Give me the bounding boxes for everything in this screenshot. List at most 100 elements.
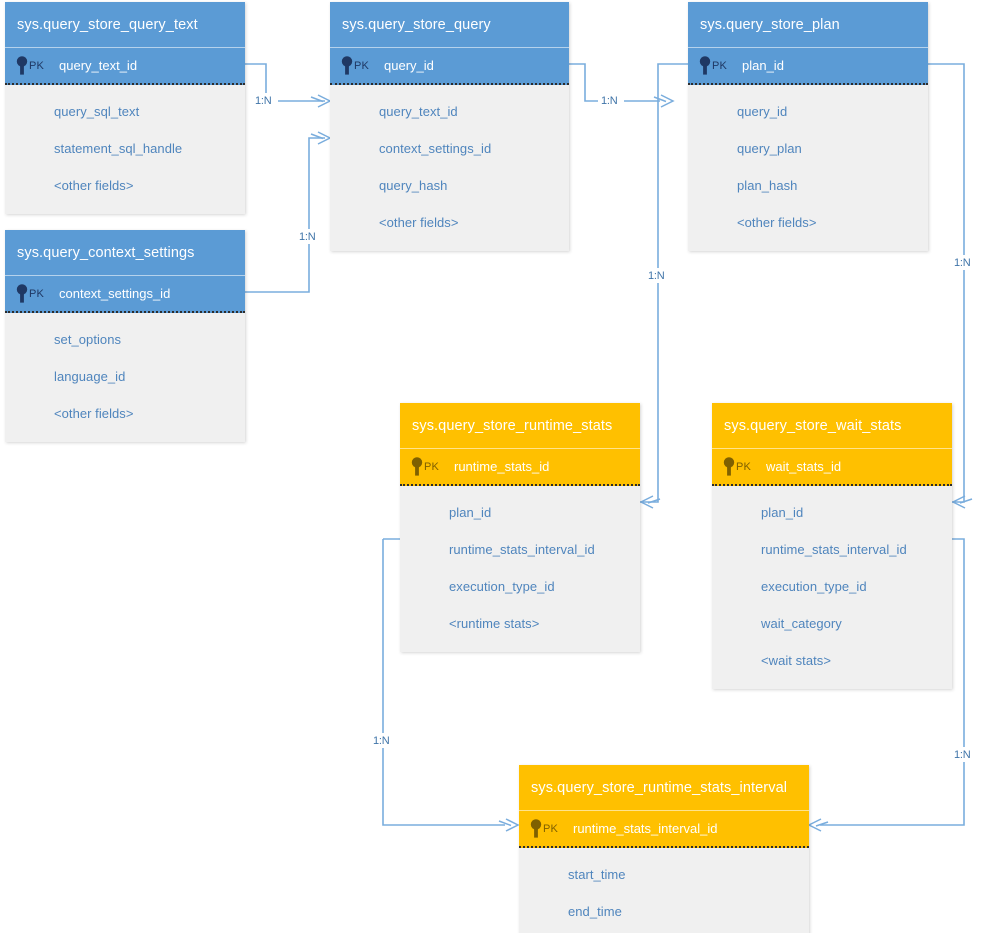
key-icon: PK	[16, 56, 54, 75]
field-row: query_text_id	[330, 93, 569, 130]
relationship-query-to-plan: 1:N	[569, 63, 675, 108]
table-title: sys.query_store_query	[342, 16, 491, 33]
field-row: runtime_stats_interval_id	[712, 531, 952, 568]
field-row: <other fields>	[5, 167, 245, 204]
field-row: <other fields>	[330, 204, 569, 241]
field-name: end_time	[568, 904, 622, 919]
primary-key-row: PK query_text_id	[5, 48, 245, 85]
pk-label: PK	[712, 59, 728, 72]
table-header: sys.query_store_query_text	[5, 2, 245, 48]
pk-label: PK	[29, 287, 45, 300]
table-header: sys.query_store_wait_stats	[712, 403, 952, 449]
field-row: execution_type_id	[712, 568, 952, 605]
field-name: runtime_stats_id	[454, 459, 550, 474]
relationship-plan-to-runtime-stats: 1:N	[639, 63, 688, 509]
cardinality-label: 1:N	[648, 270, 665, 282]
table-fields: start_time end_time	[519, 848, 809, 933]
entity-table-query-store-query[interactable]: sys.query_store_query PK query_id query_…	[330, 2, 569, 251]
table-title: sys.query_store_wait_stats	[724, 417, 902, 434]
field-row: <runtime stats>	[400, 605, 640, 642]
field-name: runtime_stats_interval_id	[761, 542, 907, 557]
field-name: query_hash	[379, 178, 448, 193]
field-name: <wait stats>	[761, 653, 831, 668]
key-icon: PK	[699, 56, 737, 75]
field-row: query_plan	[688, 130, 928, 167]
field-name: query_plan	[737, 141, 802, 156]
table-fields: query_text_id context_settings_id query_…	[330, 85, 569, 251]
field-row: start_time	[519, 856, 809, 893]
field-row: query_id	[688, 93, 928, 130]
key-icon: PK	[411, 457, 449, 476]
entity-table-query-store-plan[interactable]: sys.query_store_plan PK plan_id query_id…	[688, 2, 928, 251]
field-row: <other fields>	[688, 204, 928, 241]
table-fields: query_sql_text statement_sql_handle <oth…	[5, 85, 245, 214]
entity-table-query-store-runtime-stats[interactable]: sys.query_store_runtime_stats PK runtime…	[400, 403, 640, 652]
table-fields: plan_id runtime_stats_interval_id execut…	[400, 486, 640, 652]
field-name: plan_id	[761, 505, 804, 520]
field-name: plan_hash	[737, 178, 798, 193]
entity-table-query-store-runtime-stats-interval[interactable]: sys.query_store_runtime_stats_interval P…	[519, 765, 809, 933]
field-name: runtime_stats_interval_id	[573, 821, 718, 836]
cardinality-label: 1:N	[255, 95, 272, 107]
table-header: sys.query_store_runtime_stats	[400, 403, 640, 449]
cardinality-label: 1:N	[601, 95, 618, 107]
field-name: <other fields>	[379, 215, 459, 230]
key-icon: PK	[530, 819, 568, 838]
field-name: runtime_stats_interval_id	[449, 542, 595, 557]
field-name: <runtime stats>	[449, 616, 540, 631]
field-row: <other fields>	[5, 395, 245, 432]
field-row: plan_hash	[688, 167, 928, 204]
field-row: query_sql_text	[5, 93, 245, 130]
entity-table-query-context-settings[interactable]: sys.query_context_settings PK context_se…	[5, 230, 245, 442]
field-row: query_hash	[330, 167, 569, 204]
field-name: <other fields>	[737, 215, 817, 230]
table-fields: plan_id runtime_stats_interval_id execut…	[712, 486, 952, 689]
field-name: query_sql_text	[54, 104, 140, 119]
pk-label: PK	[424, 460, 440, 473]
key-icon: PK	[723, 457, 761, 476]
relationship-context-settings-to-query: 1:N	[245, 131, 332, 293]
field-name: start_time	[568, 867, 626, 882]
field-name: wait_category	[761, 616, 842, 631]
field-row: execution_type_id	[400, 568, 640, 605]
field-name: query_text_id	[379, 104, 458, 119]
field-row: language_id	[5, 358, 245, 395]
field-row: set_options	[5, 321, 245, 358]
entity-table-query-store-query-text[interactable]: sys.query_store_query_text PK query_text…	[5, 2, 245, 214]
table-fields: query_id query_plan plan_hash <other fie…	[688, 85, 928, 251]
field-name: query_id	[737, 104, 788, 119]
field-row: statement_sql_handle	[5, 130, 245, 167]
primary-key-row: PK runtime_stats_id	[400, 449, 640, 486]
field-name: <other fields>	[54, 178, 134, 193]
field-row: wait_category	[712, 605, 952, 642]
table-title: sys.query_context_settings	[17, 244, 195, 261]
key-icon: PK	[341, 56, 379, 75]
pk-label: PK	[543, 822, 559, 835]
field-name: set_options	[54, 332, 122, 347]
field-name: statement_sql_handle	[54, 141, 183, 156]
field-row: context_settings_id	[330, 130, 569, 167]
cardinality-label: 1:N	[373, 735, 390, 747]
field-row: plan_id	[712, 494, 952, 531]
field-name: context_settings_id	[59, 286, 171, 301]
table-header: sys.query_store_query	[330, 2, 569, 48]
table-header: sys.query_store_runtime_stats_interval	[519, 765, 809, 811]
primary-key-row: PK context_settings_id	[5, 276, 245, 313]
pk-label: PK	[736, 460, 752, 473]
pk-label: PK	[354, 59, 370, 72]
field-row: <wait stats>	[712, 642, 952, 679]
pk-label: PK	[29, 59, 45, 72]
entity-table-query-store-wait-stats[interactable]: sys.query_store_wait_stats PK wait_stats…	[712, 403, 952, 689]
table-fields: set_options language_id <other fields>	[5, 313, 245, 442]
field-name: execution_type_id	[449, 579, 555, 594]
field-name: query_id	[384, 58, 434, 73]
primary-key-row: PK wait_stats_id	[712, 449, 952, 486]
field-name: <other fields>	[54, 406, 134, 421]
field-name: query_text_id	[59, 58, 138, 73]
cardinality-label: 1:N	[299, 231, 316, 243]
table-title: sys.query_store_runtime_stats_interval	[531, 779, 788, 796]
field-name: plan_id	[742, 58, 784, 73]
table-header: sys.query_store_plan	[688, 2, 928, 48]
field-name: plan_id	[449, 505, 492, 520]
